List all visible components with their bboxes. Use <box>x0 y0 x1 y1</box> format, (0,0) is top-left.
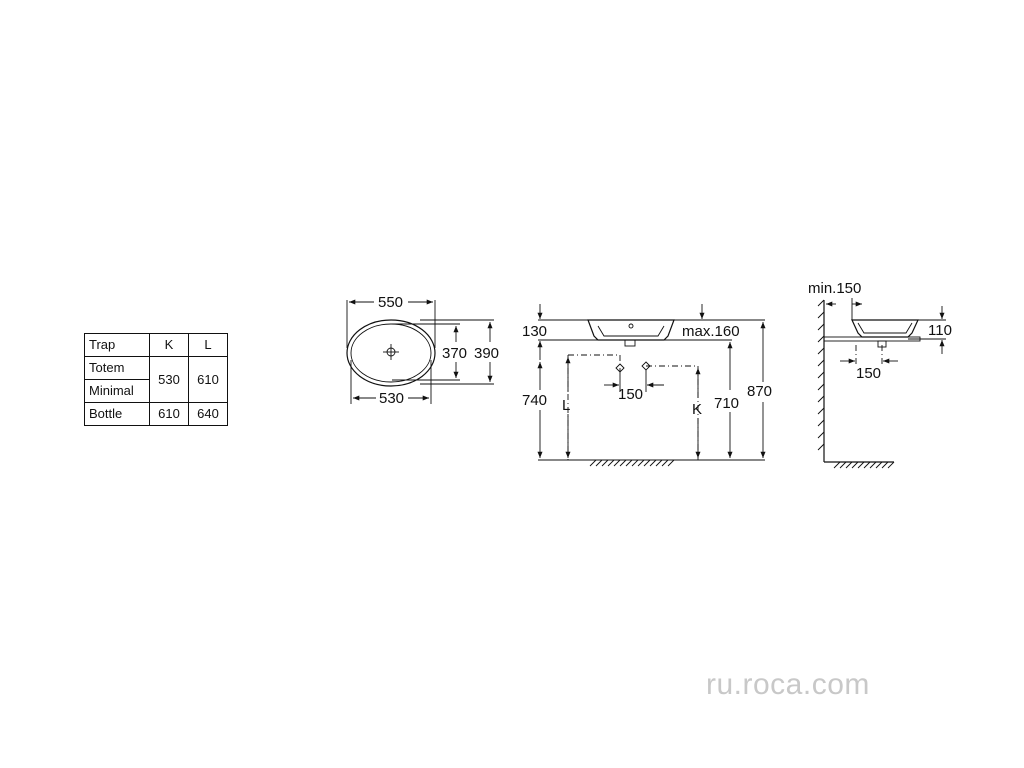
header-l: L <box>188 333 228 357</box>
header-k: K <box>149 333 189 357</box>
outer-width-label: 550 <box>378 294 403 311</box>
basin-height-label: 110 <box>928 322 952 339</box>
trap-centerline <box>568 354 621 372</box>
basin-inner-outline <box>350 323 432 383</box>
left-height-label: 740 <box>522 392 547 409</box>
min-label: min.150 <box>808 280 861 297</box>
table-row: Minimal <box>84 379 228 403</box>
left-var-label: L <box>562 397 570 414</box>
wall-hatch <box>817 299 825 451</box>
rim-height-label: 130 <box>522 323 547 340</box>
basin-inner-profile <box>857 322 913 334</box>
overflow-hole <box>628 323 634 329</box>
drain-symbol <box>383 344 399 360</box>
front-view: 130 max.160 740 L 150 K 710 870 <box>522 304 772 467</box>
row-name: Bottle <box>84 402 150 426</box>
inner-width-label: 530 <box>379 390 404 407</box>
trap-table: Trap K L Totem 530 610 Minimal Bottle 61… <box>84 333 228 426</box>
floor-hatch <box>833 461 895 469</box>
row-l: 610 <box>188 356 228 403</box>
side-offset-label: 150 <box>856 365 881 382</box>
side-view: min.150 110 150 <box>808 280 952 469</box>
inner-depth-label: 370 <box>442 345 467 362</box>
right-var-label: K <box>692 401 702 418</box>
height-710-label: 710 <box>714 395 739 412</box>
trap-centerline <box>646 365 699 460</box>
basin-side-profile <box>851 319 919 338</box>
header-trap: Trap <box>84 333 150 357</box>
basin-front-profile <box>587 319 675 341</box>
table-row: Bottle 610 640 <box>84 402 228 426</box>
top-view: 550 530 370 390 <box>346 294 499 407</box>
basin-outer-outline <box>346 319 436 387</box>
table-header-row: Trap K L <box>84 333 228 357</box>
offset-label: 150 <box>618 386 643 403</box>
drain-outlet <box>624 339 636 347</box>
row-name: Minimal <box>84 379 150 403</box>
total-height-label: 870 <box>747 383 772 400</box>
row-l: 640 <box>188 402 228 426</box>
outer-depth-label: 390 <box>474 345 499 362</box>
floor-hatch <box>589 459 675 467</box>
max-label: max.160 <box>682 323 740 340</box>
basin-inner-profile <box>597 325 665 337</box>
table-row: Totem 530 610 <box>84 356 228 403</box>
watermark-text: ru.roca.com <box>706 668 870 701</box>
